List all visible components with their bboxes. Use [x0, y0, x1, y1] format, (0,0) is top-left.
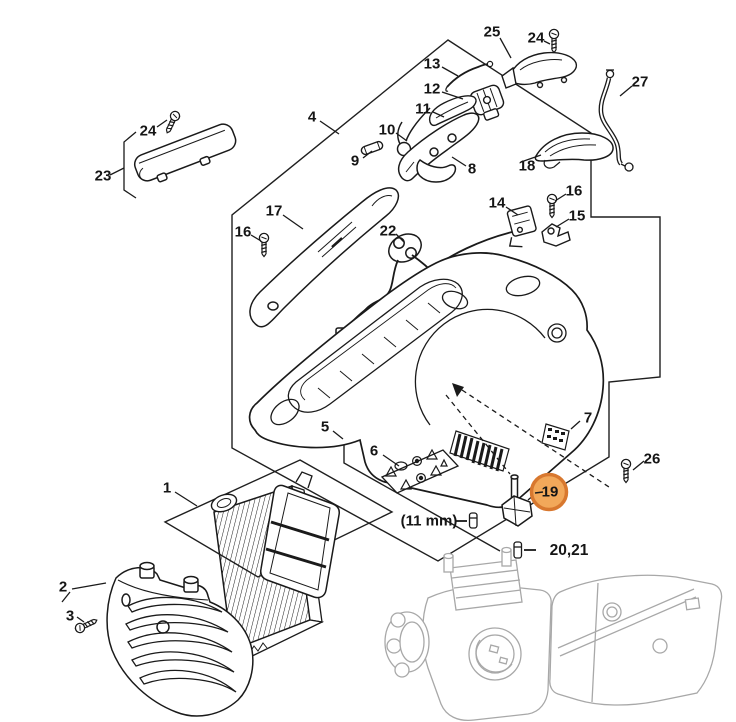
model-label-7-drawing [541, 423, 570, 451]
screw-24-top-drawing [548, 28, 560, 54]
callout-16-right[interactable]: 16 [565, 182, 583, 200]
callout-3[interactable]: 3 [65, 607, 75, 625]
callout-27[interactable]: 27 [631, 73, 649, 91]
callout-24-top[interactable]: 24 [527, 29, 545, 47]
callout-17[interactable]: 17 [265, 202, 283, 220]
plug-sleeve-icon-11mm [456, 512, 478, 529]
callout-leader-lines [61, 37, 645, 623]
callout-24-left[interactable]: 24 [139, 122, 157, 140]
warning-label-6-drawing [380, 448, 460, 494]
hand-guard-18-drawing [534, 132, 614, 169]
callout-7[interactable]: 7 [583, 409, 593, 427]
screw-3-drawing [73, 615, 100, 635]
plug-sleeve-icon-2021 [513, 541, 536, 559]
callout-13[interactable]: 13 [423, 55, 441, 73]
group-4-outline-box [231, 39, 661, 562]
callout-2[interactable]: 2 [58, 578, 68, 596]
callout-18[interactable]: 18 [518, 157, 536, 175]
pin-9-drawing [360, 140, 384, 156]
callout-8[interactable]: 8 [467, 160, 477, 178]
housing-5-drawing [248, 252, 605, 509]
handle-molding-17-drawing [249, 187, 400, 328]
top-cover-25-drawing [501, 51, 578, 89]
engine-assembly-ghost [384, 546, 723, 722]
callout-6[interactable]: 6 [369, 442, 379, 460]
screw-16-right-drawing [546, 193, 558, 219]
callout-11[interactable]: 11 [415, 100, 431, 118]
callout-22[interactable]: 22 [379, 222, 397, 240]
bracket-15-drawing [541, 223, 571, 247]
lever-11-drawing [428, 95, 477, 127]
screw-26-drawing [620, 458, 632, 484]
callout-10[interactable]: 10 [378, 121, 396, 139]
screw-24-left-drawing [162, 109, 182, 136]
vent-grille [449, 430, 510, 472]
callout-12[interactable]: 12 [423, 80, 441, 98]
callout-25[interactable]: 25 [483, 23, 501, 41]
filter-frame-1-drawing [260, 471, 340, 599]
callout-19-highlighted[interactable]: 19 [541, 483, 559, 501]
filter-cover-2-drawing [106, 561, 254, 717]
callout-20-21[interactable]: 20,21 [549, 542, 589, 559]
highlight-leader-dash [534, 491, 544, 494]
switch-12-drawing [469, 84, 505, 121]
assembly-direction-arrow [452, 383, 464, 397]
choke-knob-19-drawing [501, 474, 533, 527]
assembly-dashed-lines [445, 389, 613, 490]
size-note-11mm: (11 mm) [400, 512, 458, 530]
callout-14[interactable]: 14 [488, 194, 506, 212]
callout-9[interactable]: 9 [350, 152, 360, 170]
highlight-ring-19[interactable] [529, 472, 569, 512]
callout-23[interactable]: 23 [94, 167, 112, 185]
callout-26[interactable]: 26 [643, 450, 661, 468]
rod-13-drawing [445, 60, 494, 92]
callout-1[interactable]: 1 [162, 479, 172, 497]
throttle-trigger-8-drawing [397, 112, 480, 183]
callout-15[interactable]: 15 [568, 207, 586, 225]
cover-plate-23-drawing [133, 123, 237, 183]
callout-4[interactable]: 4 [307, 108, 317, 126]
callout-16-left[interactable]: 16 [234, 223, 252, 241]
fuel-hose-27-drawing [598, 69, 634, 172]
bracket-14-drawing [506, 205, 537, 248]
callout-5[interactable]: 5 [320, 418, 330, 436]
screw-16-left-drawing [258, 232, 270, 258]
